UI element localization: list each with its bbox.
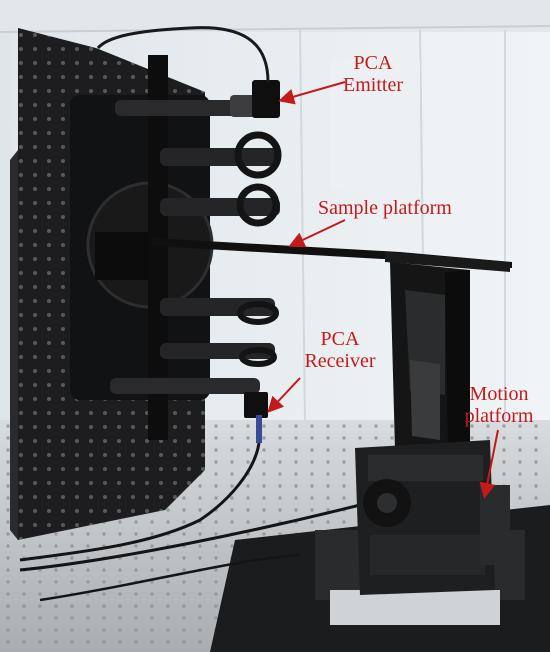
emitter-cable — [96, 26, 270, 83]
label-motion-platform-line1: Motion — [469, 383, 529, 405]
label-motion-platform: Motion platform — [448, 383, 550, 427]
label-sample-platform: Sample platform — [318, 197, 452, 219]
lens-holders — [110, 95, 282, 394]
label-motion-platform-line2: platform — [464, 405, 534, 427]
pca-emitter — [252, 80, 280, 118]
label-pca-receiver-line1: PCA — [320, 328, 360, 350]
label-pca-receiver-line2: Receiver — [304, 350, 376, 372]
receiver-cable — [19, 442, 261, 562]
label-pca-emitter: PCA Emitter — [318, 52, 428, 96]
pca-receiver — [244, 392, 268, 418]
label-pca-emitter-line2: Emitter — [343, 74, 403, 96]
label-pca-receiver: PCA Receiver — [285, 328, 395, 372]
label-pca-emitter-line1: PCA — [353, 52, 393, 74]
